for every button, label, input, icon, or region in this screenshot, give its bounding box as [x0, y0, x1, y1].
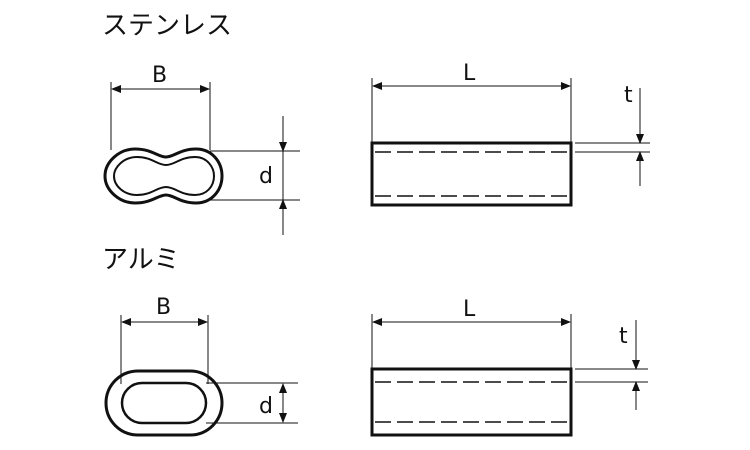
- aluminium-dim-t: [575, 320, 648, 410]
- aluminium-side-body: [370, 367, 573, 437]
- stainless-label-b: B: [152, 63, 167, 88]
- aluminium-dim-d: [206, 382, 298, 424]
- aluminium-dim-l: [371, 314, 572, 368]
- aluminium-label-l: L: [463, 297, 476, 322]
- stainless-outer-profile: [103, 147, 224, 205]
- aluminium-dim-b: [120, 315, 209, 384]
- aluminium-outer-profile: [104, 369, 224, 437]
- aluminium-label-b: B: [156, 295, 171, 320]
- aluminium-label-t: t: [619, 324, 628, 349]
- stainless-dim-l: [371, 78, 572, 142]
- aluminium-side-view: [370, 367, 573, 437]
- section-title-aluminium: アルミ: [102, 245, 180, 275]
- stainless-dim-b: [110, 82, 211, 150]
- stainless-label-l: L: [463, 61, 476, 86]
- stainless-dim-d: [210, 116, 300, 235]
- aluminium-inner-profile: [120, 381, 208, 425]
- aluminium-label-d: d: [259, 394, 273, 419]
- stainless-label-t: t: [624, 83, 633, 108]
- stainless-side-body: [370, 141, 573, 207]
- section-title-stainless: ステンレス: [102, 11, 232, 41]
- stainless-inner-profile: [112, 155, 216, 197]
- stainless-side-view: [370, 141, 573, 207]
- stainless-dim-t: [575, 88, 650, 186]
- aluminium-end-view: [104, 369, 224, 437]
- stainless-label-d: d: [259, 164, 273, 189]
- stainless-end-view: [103, 147, 224, 205]
